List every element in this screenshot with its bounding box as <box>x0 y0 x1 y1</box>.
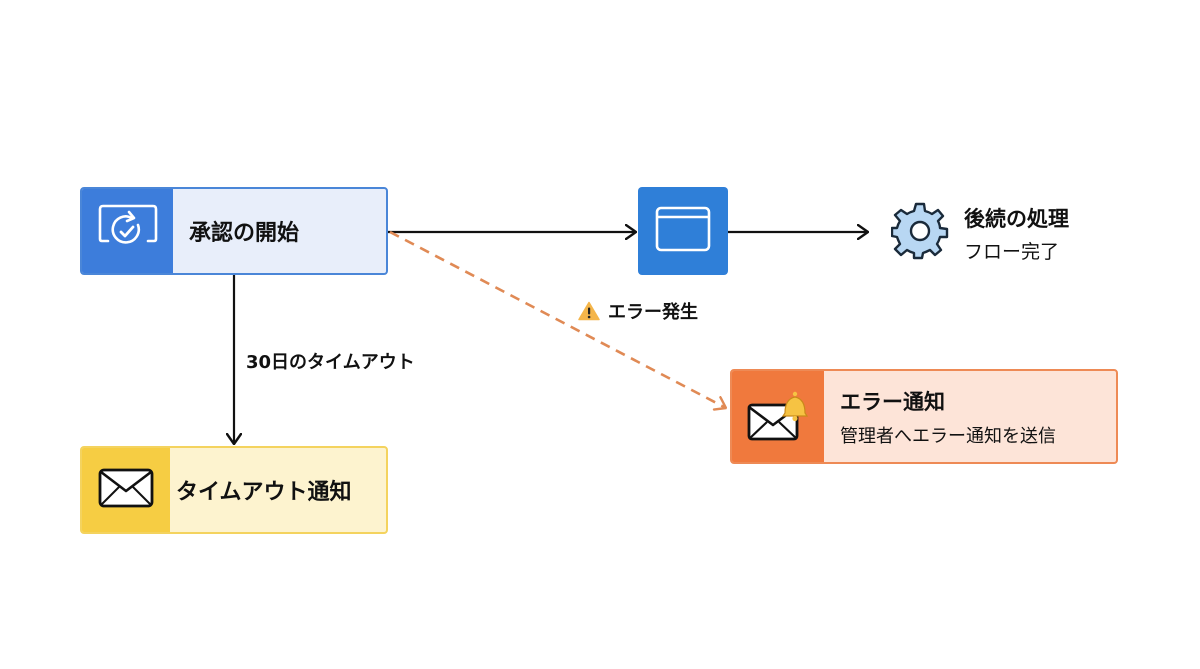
node-error-notification[interactable]: エラー通知 管理者へエラー通知を送信 <box>730 369 1118 464</box>
node-timeout-title: タイムアウト通知 <box>176 480 352 505</box>
node-timeout-notification[interactable]: タイムアウト通知 <box>80 446 388 534</box>
edge-label-error: エラー発生 <box>578 298 698 324</box>
node-error-icon-cell <box>732 371 824 462</box>
node-app-window[interactable] <box>638 187 728 275</box>
edge-label-error-text: エラー発生 <box>608 302 698 323</box>
node-followup-title: 後続の処理 <box>964 206 1069 231</box>
node-approval-start-title: 承認の開始 <box>189 221 300 246</box>
mail-bell-icon <box>745 385 811 449</box>
node-error-subtitle: 管理者へエラー通知を送信 <box>840 425 1056 447</box>
node-timeout-icon-cell <box>82 448 170 532</box>
node-error-title: エラー通知 <box>840 389 945 414</box>
node-approval-start-icon-cell <box>82 189 173 273</box>
mail-icon <box>98 468 154 512</box>
app-window-icon <box>655 206 711 256</box>
warning-icon <box>578 301 600 321</box>
node-approval-start[interactable]: 承認の開始 <box>80 187 388 275</box>
edge-label-timeout: 30日のタイムアウト <box>246 348 415 374</box>
approval-refresh-check-icon <box>96 201 160 261</box>
gear-icon <box>890 202 949 264</box>
node-followup-process[interactable]: 後続の処理 フロー完了 <box>888 200 1128 266</box>
edge-label-timeout-text: 30日のタイムアウト <box>246 352 415 373</box>
node-followup-subtitle: フロー完了 <box>964 240 1060 263</box>
node-followup-icon-cell <box>888 201 952 265</box>
